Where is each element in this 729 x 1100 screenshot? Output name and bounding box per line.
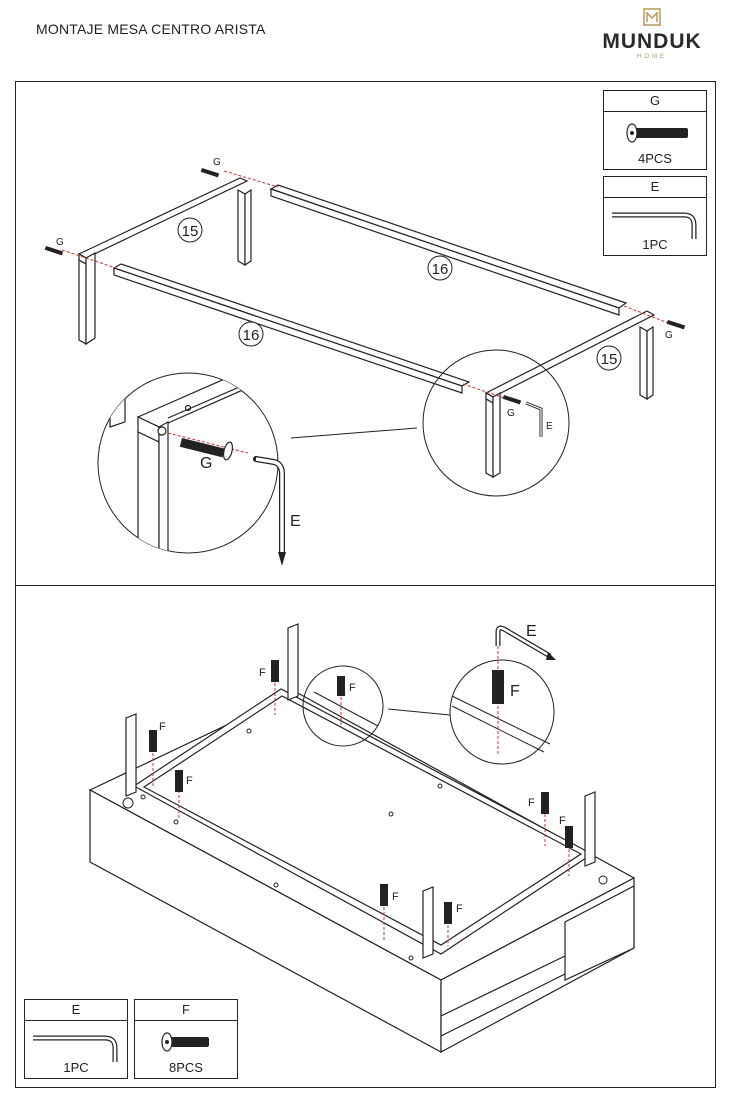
logo-mark-icon [643,8,661,26]
screw-f-detail-icon [492,670,504,704]
part-box-quantity: 8PCS [169,1060,203,1075]
detail-circle-small [302,665,384,747]
screw-f-label: F [456,903,463,915]
screw-f-icon [149,730,157,752]
detail-circle-large [449,659,555,765]
leg-right [584,791,596,867]
screw-f-label: F [349,682,356,694]
part-box-e: E 1PC [24,999,128,1079]
screw-f-label: F [528,797,535,809]
screw-f-icon [161,1032,209,1052]
screw-g-icon [666,320,686,330]
screw-g-label: G [665,330,673,341]
rail-16-front-side [113,267,463,394]
frame-15-right-top-bar [484,310,656,398]
frame-15-left-back-leg [237,188,246,267]
brand-name: MUNDUK [602,30,702,53]
part-16-label-front: 16 [243,327,260,344]
part-15-marker-left [177,217,203,243]
rail-16-back [269,184,628,309]
part-box-letter: E [25,1000,127,1021]
screw-g-icon [44,245,64,256]
part-15-label-left: 15 [182,223,199,240]
rail-16-back-side [270,188,620,316]
part-15-marker-right [596,345,622,371]
document-title: MONTAJE MESA CENTRO ARISTA [36,21,266,37]
screw-g-detail-label: G [200,455,212,472]
detail-circle-small [422,349,570,497]
hex-key-detail-icon [253,456,286,566]
screw-g-label: G [56,237,64,248]
frame-15-right-back-leg [639,325,648,401]
screw-f-icon [541,792,549,814]
part-box-g: G 4PCS [603,90,707,170]
part-16-label-back: 16 [432,261,449,278]
part-box-letter: E [604,177,706,198]
part-box-letter: F [135,1000,237,1021]
frame-15-right-front-leg [485,397,494,479]
screw-g-icon [200,168,220,178]
part-box-quantity: 1PC [642,237,668,252]
screw-f-label: F [392,891,399,903]
frame-15-left-front-leg [78,258,87,346]
hex-key-detail-label: E [526,623,537,640]
part-15-label-right: 15 [601,351,618,368]
frame-15-left-top-bar [77,177,249,259]
screw-f-icon [380,884,388,906]
screw-f-label: F [259,667,266,679]
drawer-front [564,885,635,981]
leg-left [125,713,137,797]
screw-f-icon [337,676,345,696]
screw-f-label: F [186,775,193,787]
screw-f-icon [175,770,183,792]
screw-f-detail-label: F [510,683,520,700]
part-16-marker-back [427,255,453,281]
part-16-marker-front [238,321,264,347]
hex-key-label: E [546,421,553,432]
leg-back [287,623,299,701]
screw-f-label: F [159,721,166,733]
hex-key-icon [612,212,697,239]
screw-g-detail-icon [179,438,234,461]
leg-front [422,886,434,959]
screw-f-icon [565,826,573,848]
screw-f-icon [271,660,279,682]
brand-logo: MUNDUK HOME [600,8,704,60]
rail-16-front [112,263,471,387]
part-box-letter: G [604,91,706,112]
screw-f-label: F [559,815,566,827]
screw-g-label: G [507,408,515,419]
screw-g-label: G [213,157,221,168]
screw-g-icon [626,123,688,143]
part-box-quantity: 1PC [63,1060,89,1075]
screw-f-icon [444,902,452,924]
screw-g-icon [502,395,522,405]
brand-subtitle: HOME [637,54,667,60]
hex-key-icon [33,1035,118,1062]
part-box-quantity: 4PCS [638,151,672,166]
hex-key-detail-label: E [290,513,301,530]
step-2-illustration: F F F F F F F F F E [88,623,636,1054]
part-box-e: E 1PC [603,176,707,256]
part-box-f: F 8PCS [134,999,238,1079]
hex-key-detail-icon [495,625,556,660]
step-1-illustration: 15 16 16 15 G G G G E G E [44,157,686,566]
assembly-step-1-panel: 15 16 16 15 G G G G E G E G 4PCS E [15,81,716,586]
assembly-step-2-panel: F F F F F F F F F E E 1PC F 8PCS [15,584,716,1088]
